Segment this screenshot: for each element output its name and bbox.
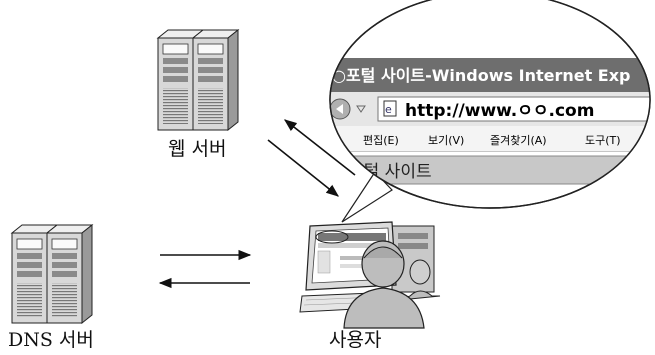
web-server-icon: [156, 28, 240, 132]
browser-tab[interactable]: [330, 155, 655, 185]
web-server-label: 웹 서버: [168, 138, 226, 160]
svg-text:e: e: [385, 103, 392, 116]
browser-zoom-bubble: ○포털 사이트-Windows Internet Exp e http://ww…: [329, 0, 655, 209]
address-url: http://www.ㅇㅇ.com: [405, 101, 594, 121]
menu-item-tools[interactable]: 도구(T): [585, 134, 621, 147]
address-bar[interactable]: [377, 96, 655, 122]
menu-item-edit[interactable]: 편집(E): [363, 134, 399, 147]
menu-item-view[interactable]: 보기(V): [428, 134, 464, 147]
arrow-web-to-user: [267, 139, 339, 197]
page-icon: e: [383, 100, 397, 117]
dropdown-icon[interactable]: [356, 105, 366, 113]
back-arrow-icon: [336, 104, 343, 114]
arrow-user-to-web: [283, 119, 356, 176]
user-person-icon: [343, 240, 441, 329]
browser-window-title: ○포털 사이트-Windows Internet Exp: [332, 66, 631, 85]
menu-item-favorites[interactable]: 즐겨찾기(A): [490, 134, 547, 147]
user-label: 사용자: [329, 329, 381, 351]
browser-tab-title: 포털 사이트: [348, 162, 432, 182]
dns-server-icon: [10, 223, 94, 325]
dns-server-label: DNS 서버: [8, 329, 94, 351]
